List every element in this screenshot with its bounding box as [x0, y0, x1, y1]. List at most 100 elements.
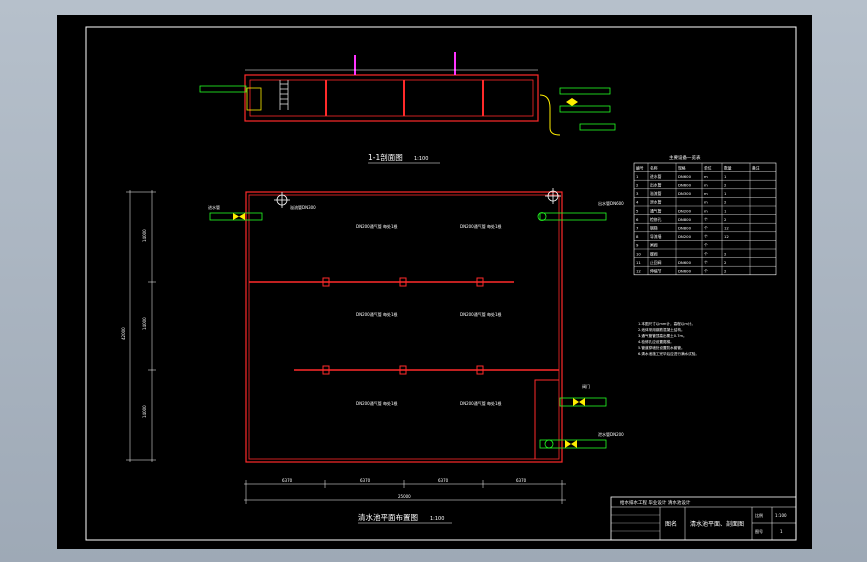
- notes: 1.本图尺寸以mm计，高程以m计。 2.池体采用钢筋混凝土结构。 3.通气管管顶…: [638, 321, 699, 356]
- table-border: [633, 162, 777, 276]
- plan-bottom-dims: [244, 480, 566, 504]
- plan-left-dims: [126, 190, 156, 462]
- table-cell: 进水管: [650, 174, 662, 179]
- section-tank-outline: [244, 74, 539, 122]
- title-block-sheet-label: 图号: [755, 528, 763, 534]
- table-cell: 12: [636, 269, 641, 274]
- table-header-cell: 备注: [752, 165, 760, 170]
- table-header-cell: 名称: [650, 165, 658, 170]
- table-cell: m: [704, 208, 708, 213]
- title-block-sheet-value: 1: [780, 529, 783, 534]
- table-cell: m: [704, 200, 708, 205]
- table-cell: DN800: [678, 217, 692, 222]
- note-2: 2.池体采用钢筋混凝土结构。: [638, 327, 685, 332]
- table-cell: 11: [636, 260, 641, 265]
- table-cell: 12: [724, 226, 729, 231]
- plan-label-overflow: 溢流管DN300: [290, 204, 316, 210]
- title-block: 给水排水工程 毕业设计 清水池设计 图名 清水池平面、剖面图 比例 1:100 …: [610, 496, 797, 541]
- title-block-label-name: 图名: [665, 520, 677, 528]
- plan-room-label-5: DN200通气管 每处1根: [356, 400, 398, 406]
- plan-label-valve: 阀门: [582, 383, 590, 389]
- table-cell: 10: [636, 251, 641, 256]
- plan-bottom-total: 25000: [398, 494, 411, 499]
- section-outlet-pipe-2: [559, 105, 611, 113]
- plan-left-dim-2: 14000: [142, 317, 147, 330]
- table-cell: DN800: [678, 226, 692, 231]
- plan-outlet-pipe: [539, 212, 607, 221]
- plan-inlet-pipe: [209, 212, 263, 221]
- section-inlet-pipe: [199, 85, 247, 93]
- table-cell: 9: [636, 243, 639, 248]
- table-cell: 通气管: [650, 208, 662, 213]
- table-cell: DN600: [678, 269, 692, 274]
- table-cell: 2: [724, 200, 727, 205]
- plan-manhole-left: [274, 192, 290, 208]
- table-cell: DN200: [678, 234, 692, 239]
- table-cell: 钢梯: [650, 226, 658, 231]
- table-cell: 1: [724, 191, 727, 196]
- plan-left-dim-1: 14000: [142, 229, 147, 242]
- section-view: 1-1剖面图 1:100: [199, 52, 616, 164]
- plan-inlet-valve: [233, 213, 245, 220]
- table-header-cell: 编号: [636, 165, 644, 170]
- table-title: 主要设备一览表: [669, 154, 701, 161]
- note-4: 4.检修孔应设置爬梯。: [638, 339, 674, 344]
- plan-view: DN200通气管 每处1根 DN200通气管 每处1根 DN200通气管 每处1…: [121, 188, 624, 524]
- table-cell: 伸缩节: [650, 269, 662, 274]
- section-bend: [246, 87, 262, 111]
- title-block-header: 给水排水工程 毕业设计 清水池设计: [620, 499, 691, 506]
- table-cell: 5: [636, 208, 639, 213]
- table-cell: 1: [724, 208, 727, 213]
- table-cell: 个: [704, 260, 708, 265]
- table-cell: 2: [724, 260, 727, 265]
- table-cell: 溢流管: [650, 191, 662, 196]
- table-cell: m: [704, 183, 708, 188]
- section-ladder: [279, 80, 289, 110]
- table-cell: 2: [724, 251, 727, 256]
- note-3: 3.通气管管顶高出覆土0.7m。: [638, 333, 687, 338]
- table-header-cell: 单位: [704, 165, 712, 170]
- table-cell: 1: [724, 174, 727, 179]
- plan-drain-pipe-1: [559, 397, 607, 407]
- section-valve-right: [566, 98, 578, 106]
- table-cell: DN600: [678, 260, 692, 265]
- title-block-scale-label: 比例: [755, 512, 763, 518]
- plan-room-label-3: DN200通气管 每处1根: [356, 311, 398, 317]
- plan-bottom-dim-1: 6370: [282, 478, 293, 483]
- table-cell: 出水管: [650, 183, 662, 188]
- plan-tank-outer: [245, 191, 563, 463]
- table-cell: 个: [704, 243, 708, 248]
- plan-left-dim-3: 14000: [142, 405, 147, 418]
- table-cell: 个: [704, 269, 708, 274]
- section-outlet-pipe-3: [579, 123, 616, 131]
- table-cell: DN600: [678, 174, 692, 179]
- plan-label-outlet: 出水管DN600: [598, 200, 624, 206]
- table-cell: 个: [704, 226, 708, 231]
- table-cell: m: [704, 191, 708, 196]
- table-cell: 止回阀: [650, 260, 662, 265]
- table-cell: 泄水管: [650, 200, 662, 205]
- plan-baffle-openings: [322, 277, 484, 375]
- plan-room-label-1: DN200通气管 每处1根: [356, 223, 398, 229]
- table-cell: 导流墙: [650, 234, 662, 239]
- table-cell: 个: [704, 234, 708, 239]
- plan-outlet-valve: [537, 212, 547, 221]
- title-block-drawing-name: 清水池平面、剖面图: [690, 520, 744, 528]
- table-cell: 闸阀: [650, 243, 658, 248]
- table-cell: 4: [636, 200, 639, 205]
- title-block-scale-value: 1:100: [775, 513, 787, 518]
- table-cell: 8: [636, 234, 639, 239]
- section-bend-right: [539, 94, 561, 136]
- section-outlet-pipe-1: [559, 87, 611, 95]
- plan-drain-valve-1: [573, 398, 585, 406]
- table-cell: 2: [724, 269, 727, 274]
- table-cell: 12: [724, 234, 729, 239]
- plan-drain-valve-2: [544, 439, 554, 449]
- plan-label-drain: 泄水管DN200: [598, 431, 624, 437]
- section-title: 1-1剖面图: [368, 152, 403, 162]
- plan-room-label-2: DN200通气管 每处1根: [460, 223, 502, 229]
- table-header-cell: 规格: [678, 165, 686, 170]
